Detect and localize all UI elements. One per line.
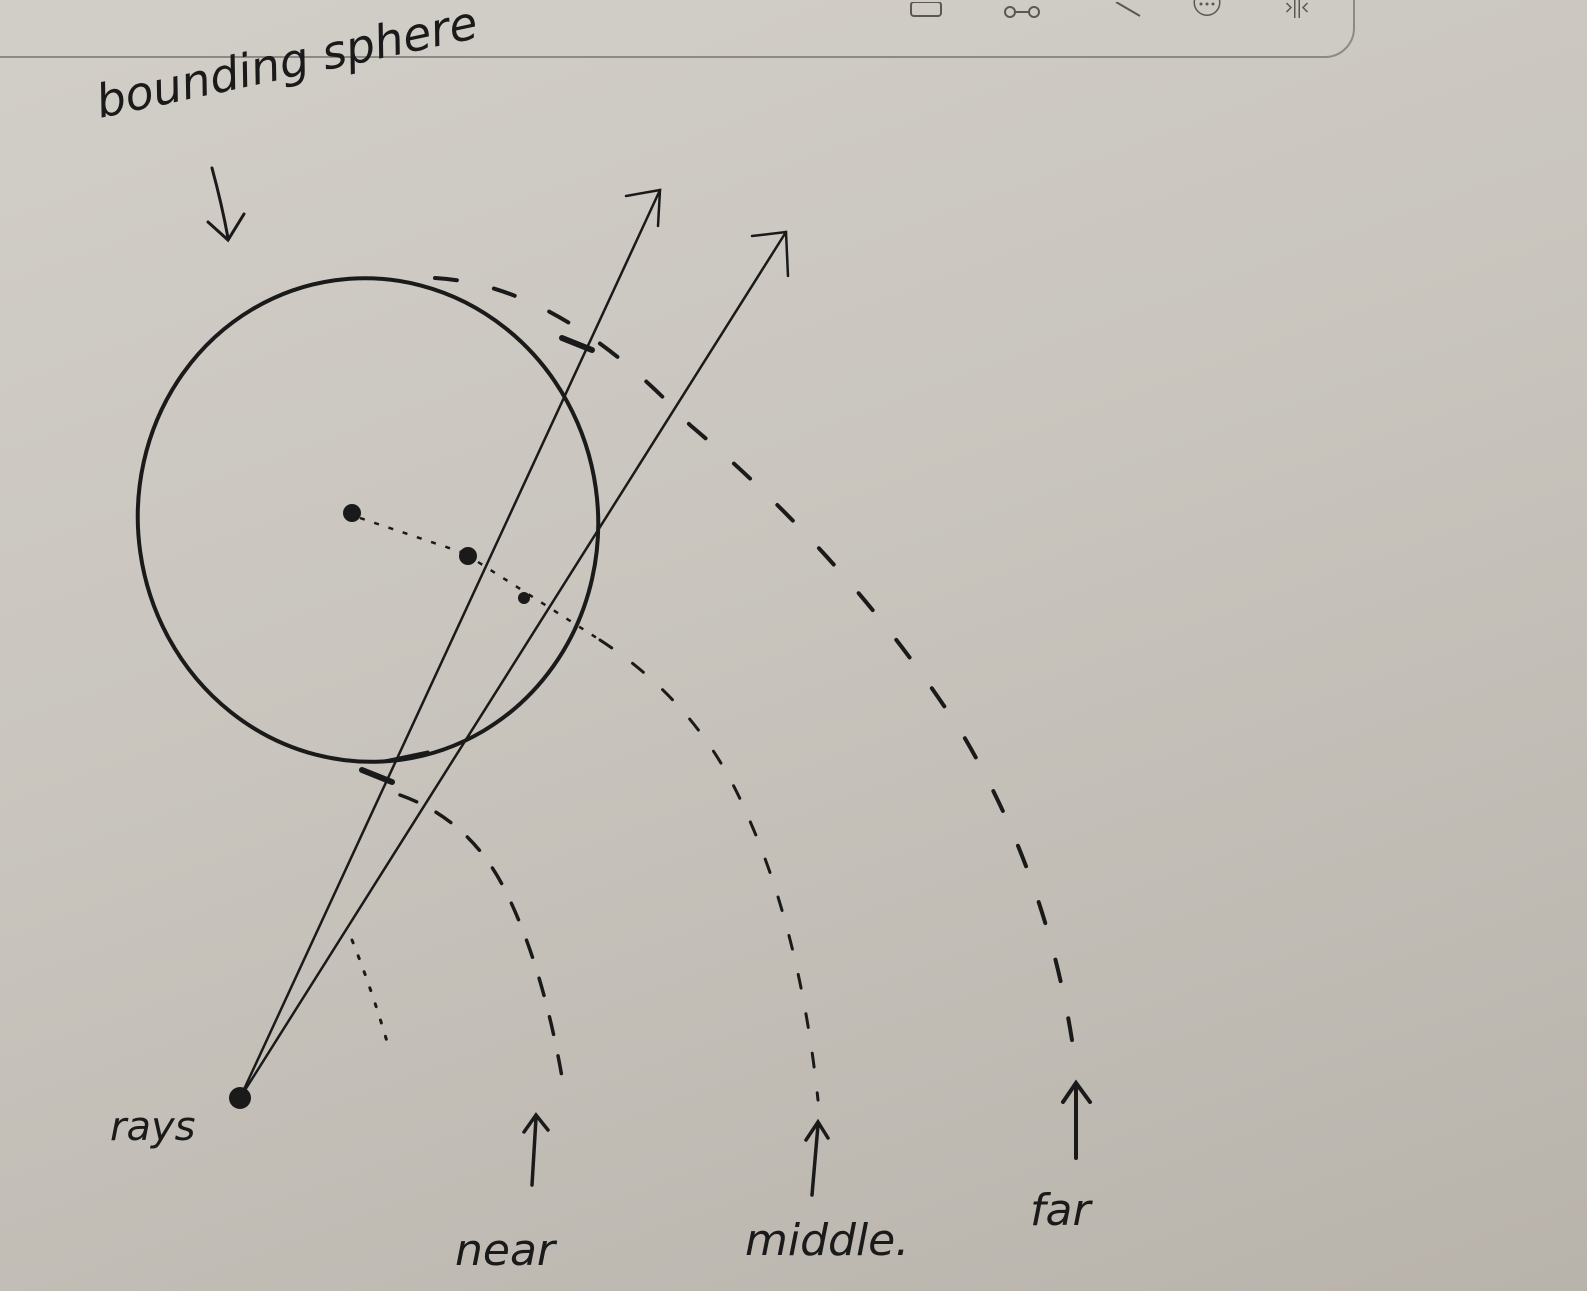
far-label: far	[1030, 1185, 1093, 1236]
link-icon[interactable]	[1002, 2, 1042, 32]
ray-2	[238, 230, 788, 1100]
ray-1-head	[624, 188, 662, 228]
far-arrow	[1061, 1079, 1092, 1160]
rays-label: rays	[110, 1104, 195, 1150]
near-arrow	[522, 1112, 550, 1187]
ray-2-head	[750, 230, 790, 278]
middle-arc	[598, 638, 820, 1102]
sphere-center	[343, 504, 601, 642]
pen-icon[interactable]	[1112, 2, 1152, 32]
middle-arrow	[804, 1118, 830, 1197]
near-arc	[398, 793, 567, 1097]
ray-1	[238, 188, 662, 1100]
toolbar	[0, 0, 1355, 58]
sphere-pointer-arrow	[206, 166, 246, 243]
middle-label: middle.	[745, 1215, 909, 1266]
more-icon[interactable]	[1187, 0, 1227, 22]
near-inner-dots	[350, 938, 390, 1047]
intersection-marks	[359, 335, 595, 785]
near-label: near	[455, 1225, 558, 1276]
rays	[229, 188, 790, 1109]
image-icon[interactable]	[907, 2, 947, 32]
bounding-sphere-circle	[135, 276, 601, 764]
split-icon[interactable]	[1277, 0, 1317, 27]
bounding-sphere-label: bounding sphere	[91, 0, 482, 129]
far-arc	[433, 276, 1077, 1062]
